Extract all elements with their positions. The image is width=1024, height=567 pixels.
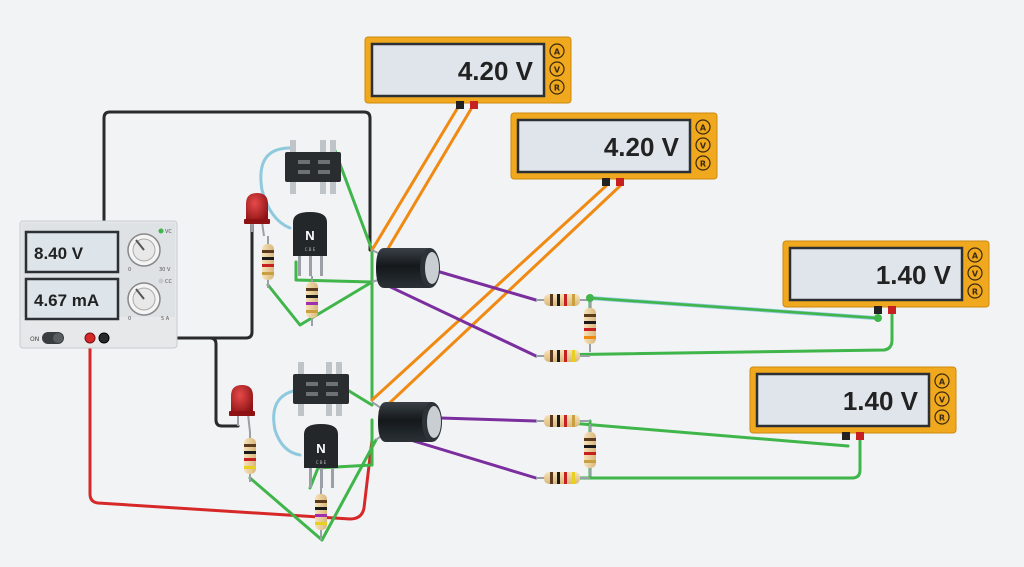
- meter-screen: [516, 118, 692, 174]
- wire-black-top[interactable]: [102, 110, 372, 340]
- wire-green-meter3[interactable]: [588, 296, 878, 320]
- resistor-divider-top-vertical[interactable]: [584, 300, 596, 352]
- wire-green-meter3-return[interactable]: [544, 308, 894, 357]
- mode-voltmeter[interactable]: V: [972, 270, 979, 279]
- probe-black[interactable]: [602, 178, 610, 186]
- wire-orange-m2-a[interactable]: [370, 184, 608, 402]
- wire-green-3[interactable]: [266, 280, 374, 327]
- resistor-base-bottom[interactable]: [315, 488, 327, 540]
- cv-label: VC: [165, 229, 172, 235]
- transistor-pin-label: C B E: [305, 247, 316, 252]
- mode-ohmmeter[interactable]: R: [972, 288, 978, 297]
- transistor-type-label: N: [316, 441, 325, 456]
- current-knob-min: 0: [128, 316, 131, 322]
- mode-voltmeter[interactable]: V: [554, 66, 561, 75]
- cc-indicator: [158, 278, 164, 284]
- capacitor-top[interactable]: [371, 248, 440, 288]
- wire-black-led-bottom[interactable]: [102, 336, 240, 428]
- voltage-knob-max: 30 V: [159, 267, 171, 273]
- wire-orange-m2-b[interactable]: [378, 184, 622, 414]
- probe-black[interactable]: [874, 306, 882, 314]
- mode-ammeter[interactable]: A: [554, 48, 561, 57]
- switch-bottom[interactable]: [293, 362, 349, 416]
- mode-voltmeter[interactable]: V: [939, 396, 946, 405]
- led-bottom[interactable]: [229, 385, 255, 433]
- transistor-bottom[interactable]: N C B E: [304, 424, 338, 488]
- multimeter-3[interactable]: 1.40 V A V R: [782, 240, 990, 314]
- meter-screen: [788, 246, 964, 302]
- capacitor-bottom[interactable]: [371, 401, 442, 442]
- mode-voltmeter[interactable]: V: [700, 142, 707, 151]
- wire-purple-1[interactable]: [438, 270, 538, 302]
- multimeter-4[interactable]: 1.40 V A V R: [749, 366, 957, 440]
- multimeter-1[interactable]: 4.20 V A V R: [364, 36, 572, 109]
- meter-screen: [370, 42, 546, 98]
- negative-terminal[interactable]: [98, 332, 110, 344]
- led-top[interactable]: [244, 193, 270, 237]
- mode-ammeter[interactable]: A: [972, 252, 979, 261]
- probe-red[interactable]: [616, 178, 624, 186]
- current-readout: 4.67 mA: [34, 291, 99, 310]
- switch-top[interactable]: [285, 140, 341, 194]
- wire-orange-m1-a[interactable]: [370, 102, 462, 252]
- meter-reading: 4.20 V: [458, 56, 534, 86]
- resistor-divider-2[interactable]: [536, 350, 590, 362]
- resistor-led-bottom[interactable]: [244, 432, 256, 482]
- mode-ohmmeter[interactable]: R: [554, 84, 560, 93]
- resistor-divider-4[interactable]: [536, 472, 590, 484]
- wire-green-6[interactable]: [308, 418, 374, 490]
- power-supply[interactable]: 8.40 V 4.67 mA VC 0 30 V CC 0 5 A ON: [19, 220, 178, 349]
- mode-ammeter[interactable]: A: [939, 378, 946, 387]
- meter-reading: 4.20 V: [604, 132, 680, 162]
- power-switch-label: ON: [30, 336, 39, 343]
- wire-green-2[interactable]: [294, 260, 374, 284]
- junctions: [586, 294, 882, 322]
- current-display: [24, 277, 120, 321]
- mode-ohmmeter[interactable]: R: [939, 414, 945, 423]
- wire-green-meter4-return[interactable]: [544, 438, 862, 480]
- wire-purple-2[interactable]: [378, 280, 538, 358]
- wire-lightblue-top[interactable]: [259, 146, 292, 230]
- multimeter-2[interactable]: 4.20 V A V R: [510, 112, 718, 186]
- probe-red[interactable]: [888, 306, 896, 314]
- voltage-display: [24, 230, 120, 274]
- transistor-pin-label: C B E: [316, 460, 327, 465]
- mode-ohmmeter[interactable]: R: [700, 160, 706, 169]
- voltage-readout: 8.40 V: [34, 244, 84, 263]
- transistor-type-label: N: [305, 228, 314, 243]
- resistor-divider-1[interactable]: [536, 294, 590, 306]
- wire-purple-3[interactable]: [438, 416, 538, 423]
- resistor-led-top[interactable]: [262, 236, 274, 288]
- wires: [88, 102, 894, 542]
- wire-green-meter4[interactable]: [544, 419, 850, 448]
- voltage-knob-min: 0: [128, 267, 131, 273]
- wire-orange-m1-b[interactable]: [378, 102, 476, 264]
- wire-lightblue-bottom[interactable]: [272, 388, 302, 457]
- probe-red[interactable]: [470, 101, 478, 109]
- meter-reading: 1.40 V: [876, 260, 952, 290]
- wire-black-led-top[interactable]: [102, 223, 254, 340]
- probe-black[interactable]: [456, 101, 464, 109]
- cv-indicator: [158, 228, 164, 234]
- probe-black[interactable]: [842, 432, 850, 440]
- meter-reading: 1.40 V: [843, 386, 919, 416]
- cc-label: CC: [165, 279, 172, 285]
- wire-red-positive[interactable]: [88, 336, 374, 521]
- mode-ammeter[interactable]: A: [700, 124, 707, 133]
- resistor-divider-bottom-vertical[interactable]: [584, 424, 596, 476]
- meter-screen: [755, 372, 931, 428]
- resistor-base-top[interactable]: [306, 276, 318, 326]
- resistor-divider-3[interactable]: [536, 415, 590, 427]
- transistor-top[interactable]: N C B E: [293, 212, 327, 276]
- positive-terminal[interactable]: [84, 332, 96, 344]
- probe-red[interactable]: [856, 432, 864, 440]
- current-knob-max: 5 A: [161, 316, 170, 322]
